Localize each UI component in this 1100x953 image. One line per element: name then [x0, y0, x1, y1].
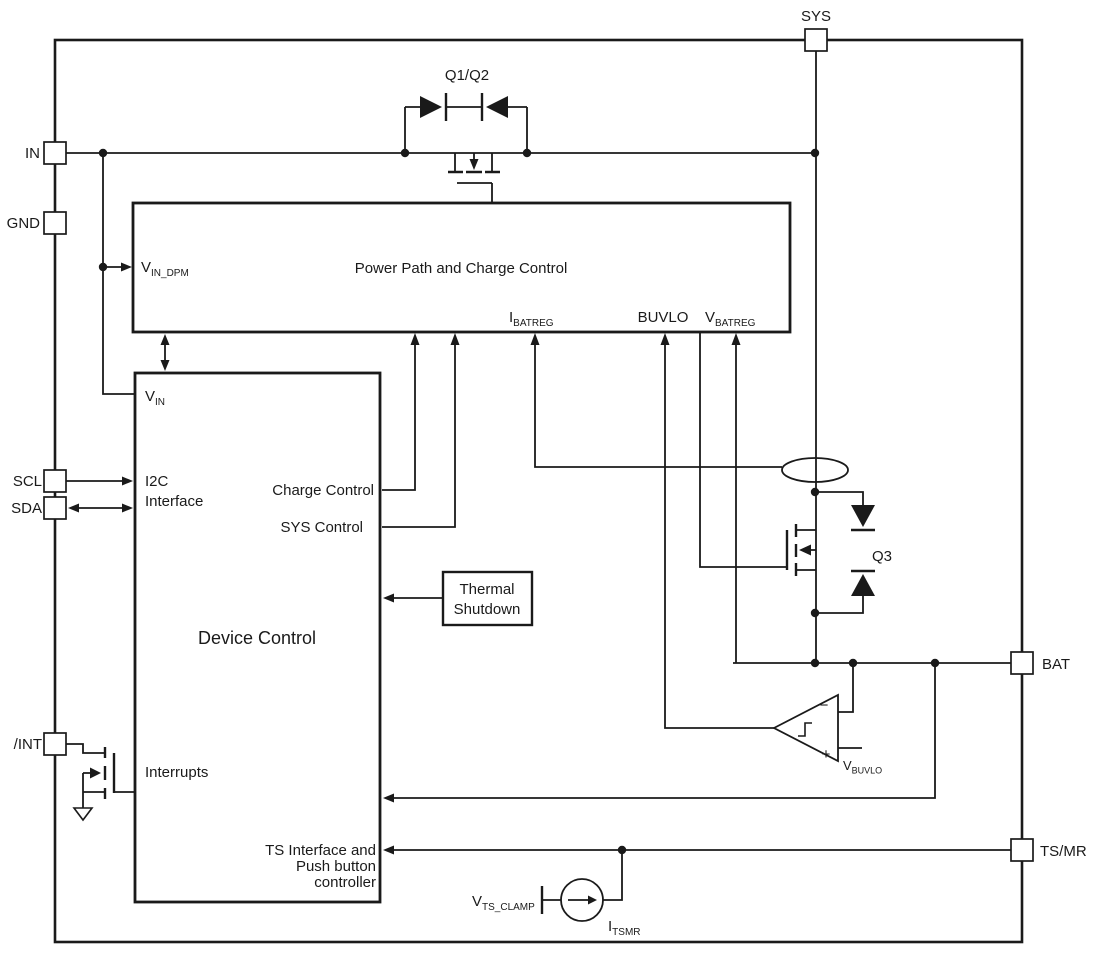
ibatreg-sense-wire — [534, 344, 782, 468]
q3-top-diode — [851, 505, 875, 527]
q2-diode — [486, 96, 508, 118]
comparator-minus-wire — [838, 665, 854, 713]
buvlo-arrow-icon — [660, 333, 670, 345]
thermal-shutdown-label-line2: Shutdown — [454, 601, 521, 618]
q1q2-diode-wires — [404, 106, 528, 153]
q3-bottom-diode — [851, 574, 875, 596]
ts-mr-arrow-icon — [383, 845, 394, 855]
device-control-title: Device Control — [198, 628, 316, 648]
charge-control-arrow-icon — [410, 333, 420, 345]
thermal-shutdown-arrow-icon — [383, 593, 394, 603]
q1q2-fet-stubs — [454, 153, 493, 172]
int-fet-body-arrow — [90, 767, 101, 779]
arrowheads — [68, 262, 741, 855]
buvlo-comparator — [772, 693, 839, 763]
sys-control-arrow-icon — [450, 333, 460, 345]
in-pin — [43, 141, 67, 165]
vts-clamp-label: VTS_CLAMP — [472, 893, 535, 913]
thermal-shutdown-label-line1: Thermal — [459, 581, 514, 598]
sda-pin — [43, 496, 67, 520]
device-control-block — [133, 371, 382, 904]
bat-sense-arrow-icon — [383, 793, 394, 803]
i2c-label-line1: I2C — [145, 473, 169, 490]
sys-control-wire — [382, 344, 456, 528]
vin-double-arrow-down-icon — [160, 360, 170, 371]
int-pin-label: /INT — [14, 736, 42, 753]
sys-control-label: SYS Control — [280, 519, 363, 536]
buvlo-wire — [664, 344, 774, 729]
vbatreg-arrow-icon — [731, 333, 741, 345]
vbatreg-label: VBATREG — [705, 309, 756, 329]
q3-label: Q3 — [872, 548, 892, 565]
vin-double-arrow-up-icon — [160, 334, 170, 345]
ts-interface-label-line1: TS Interface and — [265, 842, 376, 859]
charge-control-label: Charge Control — [272, 482, 374, 499]
sda-arrow-right-icon — [122, 503, 133, 513]
sys-pin — [804, 28, 828, 52]
vin-dpm-label: VIN_DPM — [141, 259, 189, 279]
bat-pin — [1010, 651, 1034, 675]
q1q2-label: Q1/Q2 — [445, 67, 489, 84]
i2c-label-line2: Interface — [145, 493, 203, 510]
q3-diode-branch-wires — [815, 491, 864, 614]
q3-fet-body-arrow — [799, 544, 811, 556]
scl-pin-label: SCL — [13, 473, 42, 490]
charge-control-wire — [382, 344, 416, 491]
gnd-pin — [43, 211, 67, 235]
vin-feed-wire — [102, 153, 135, 395]
scl-pin — [43, 469, 67, 493]
q3-fet-stubs — [796, 529, 816, 571]
hysteresis-icon — [798, 722, 812, 737]
itsmr-label: ITSMR — [608, 918, 641, 938]
ts-current-source-wire — [603, 850, 623, 901]
ibatreg-label: IBATREG — [509, 309, 554, 329]
int-fet-drain-wire — [66, 743, 105, 754]
current-sense-ellipse — [781, 457, 849, 483]
thermal-shutdown-block — [441, 570, 534, 627]
comparator-minus-sign: − — [820, 697, 829, 714]
in-pin-label: IN — [25, 145, 40, 162]
current-source-arrow-icon — [588, 895, 597, 905]
comparator-plus-sign: + — [822, 746, 831, 763]
bat-sense-wire — [392, 663, 936, 799]
sda-arrow-left-icon — [68, 503, 79, 513]
vin-label: VIN — [145, 388, 165, 408]
buvlo-label: BUVLO — [638, 309, 689, 326]
power-path-block — [131, 201, 792, 334]
vbuvlo-label: VBUVLO — [843, 758, 882, 776]
gnd-pin-label: GND — [7, 215, 41, 232]
ts-interface-label-line3: controller — [314, 874, 376, 891]
scl-arrow-icon — [122, 476, 133, 486]
wires — [66, 51, 1011, 914]
sda-pin-label: SDA — [11, 500, 42, 517]
junction-dots — [98, 148, 940, 855]
q1q2-fet-gate-wire — [457, 182, 493, 203]
interrupts-label: Interrupts — [145, 764, 208, 781]
power-path-title: Power Path and Charge Control — [355, 260, 568, 277]
ibatreg-arrow-icon — [530, 333, 540, 345]
q3-gate-wire — [699, 333, 787, 568]
sys-pin-label: SYS — [801, 8, 831, 25]
bat-pin-label: BAT — [1042, 656, 1070, 673]
ts-mr-pin-label: TS/MR — [1040, 843, 1087, 860]
int-fet-source-wire — [82, 772, 105, 808]
q1q2-fet-body-arrow — [469, 159, 479, 170]
vin-dpm-arrow-icon — [121, 262, 132, 272]
ts-mr-pin — [1010, 838, 1034, 862]
q1-diode — [420, 96, 442, 118]
ground-symbol — [72, 807, 94, 822]
pin-terminals — [43, 28, 1034, 862]
ts-interface-label-line2: Push button — [296, 858, 376, 875]
int-pin — [43, 732, 67, 756]
